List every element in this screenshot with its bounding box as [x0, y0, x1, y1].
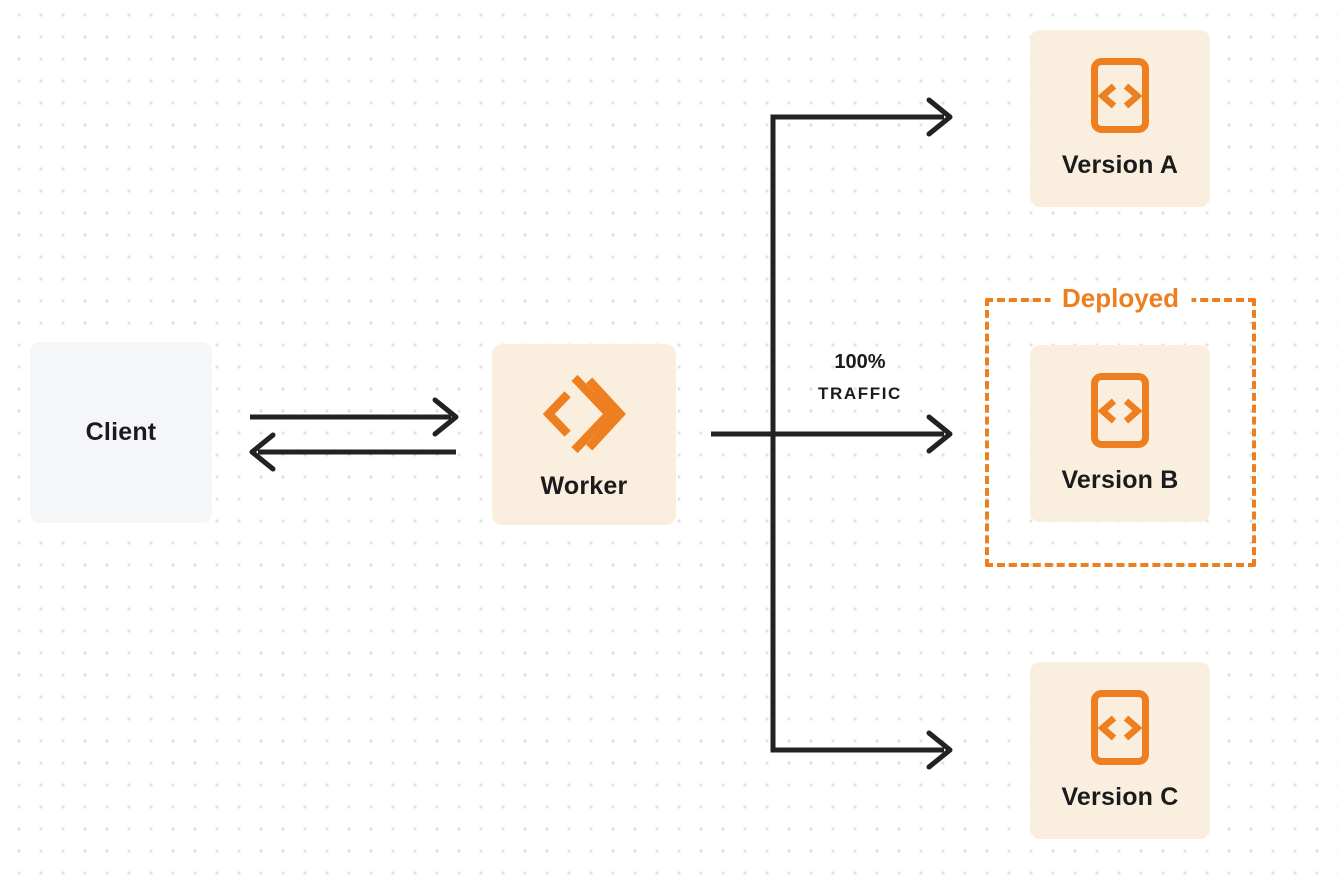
worker-label: Worker	[540, 472, 628, 500]
client-node: Client	[30, 342, 212, 523]
version-c-node: Version C	[1030, 662, 1210, 839]
traffic-percent-text: 100%	[834, 351, 886, 373]
version-b-node: Version B	[1030, 345, 1210, 522]
deployed-label: Deployed	[1049, 283, 1192, 313]
code-file-icon	[1091, 57, 1149, 133]
version-c-label: Version C	[1061, 782, 1179, 811]
arrow-worker-to-client	[249, 432, 456, 472]
traffic-word-text: TRAFFIC	[818, 384, 902, 403]
traffic-percentage-label: 100% TRAFFIC	[787, 351, 933, 403]
traffic-branch-line	[711, 114, 944, 753]
version-b-label: Version B	[1061, 465, 1179, 494]
client-label: Client	[85, 418, 157, 446]
code-file-icon	[1091, 689, 1149, 765]
arrow-client-to-worker	[250, 397, 459, 437]
version-a-node: Version A	[1030, 30, 1210, 207]
workers-chevron-icon	[542, 374, 626, 454]
worker-node: Worker	[492, 344, 676, 525]
version-a-label: Version A	[1061, 150, 1179, 179]
arrowhead-to-version-a	[926, 97, 953, 137]
arrowhead-to-version-c	[926, 730, 953, 770]
deployed-outline: Deployed	[985, 283, 1256, 567]
arrowhead-to-version-b	[926, 414, 953, 454]
code-file-icon	[1091, 372, 1149, 448]
